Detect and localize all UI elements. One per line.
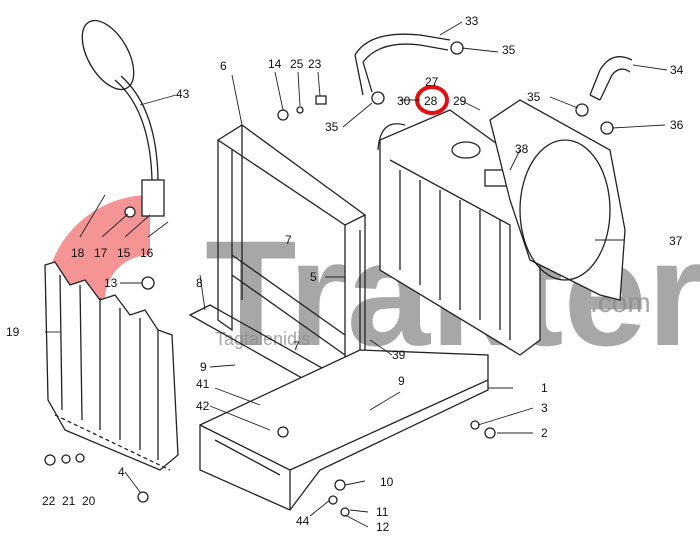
part-labels: 1 2 3 4 5 6 7 7 8 9 9 10 11 12 13 14 15 … bbox=[6, 14, 684, 534]
label-18: 18 bbox=[71, 246, 85, 260]
label-2: 2 bbox=[541, 426, 548, 440]
label-37: 37 bbox=[669, 234, 683, 248]
label-35a: 35 bbox=[502, 43, 516, 57]
label-42: 42 bbox=[196, 399, 210, 413]
fasteners bbox=[44, 41, 614, 517]
label-9a: 9 bbox=[200, 360, 207, 374]
label-23: 23 bbox=[308, 57, 322, 71]
mirror bbox=[81, 19, 165, 217]
base-chassis bbox=[199, 349, 489, 511]
label-41: 41 bbox=[196, 377, 210, 391]
label-11: 11 bbox=[376, 505, 389, 519]
label-13: 13 bbox=[104, 276, 118, 290]
label-9b: 9 bbox=[398, 374, 405, 388]
radiator bbox=[377, 109, 541, 356]
label-16: 16 bbox=[140, 246, 154, 260]
label-38: 38 bbox=[515, 142, 529, 156]
label-15: 15 bbox=[117, 246, 131, 260]
label-21: 21 bbox=[62, 494, 76, 508]
label-17: 17 bbox=[94, 246, 108, 260]
label-6: 6 bbox=[220, 59, 227, 73]
label-35b: 35 bbox=[325, 120, 339, 134]
label-19: 19 bbox=[6, 325, 20, 339]
label-34: 34 bbox=[670, 63, 684, 77]
label-27: 27 bbox=[425, 75, 439, 89]
label-5: 5 bbox=[310, 270, 317, 284]
fan-shroud bbox=[489, 99, 626, 301]
label-33: 33 bbox=[465, 14, 479, 28]
hoses bbox=[354, 33, 633, 101]
label-1: 1 bbox=[541, 381, 548, 395]
side-shroud bbox=[44, 261, 179, 471]
label-12: 12 bbox=[376, 520, 390, 534]
label-4: 4 bbox=[118, 465, 125, 479]
watermark-sub: Tagtalenidis bbox=[215, 329, 310, 349]
label-25: 25 bbox=[290, 57, 304, 71]
label-30: 30 bbox=[397, 94, 411, 108]
label-39: 39 bbox=[392, 348, 406, 362]
label-10: 10 bbox=[380, 475, 394, 489]
label-22: 22 bbox=[42, 494, 56, 508]
label-44: 44 bbox=[296, 514, 310, 528]
label-8: 8 bbox=[196, 276, 203, 290]
label-3: 3 bbox=[541, 401, 548, 415]
label-28: 28 bbox=[424, 94, 438, 108]
label-43: 43 bbox=[176, 87, 190, 101]
label-7a: 7 bbox=[285, 233, 292, 247]
label-7b: 7 bbox=[293, 339, 300, 353]
label-14: 14 bbox=[268, 57, 282, 71]
label-20: 20 bbox=[82, 494, 96, 508]
label-29: 29 bbox=[453, 94, 467, 108]
label-35c: 35 bbox=[527, 90, 541, 104]
leader-lines bbox=[45, 21, 668, 528]
label-36: 36 bbox=[670, 118, 684, 132]
